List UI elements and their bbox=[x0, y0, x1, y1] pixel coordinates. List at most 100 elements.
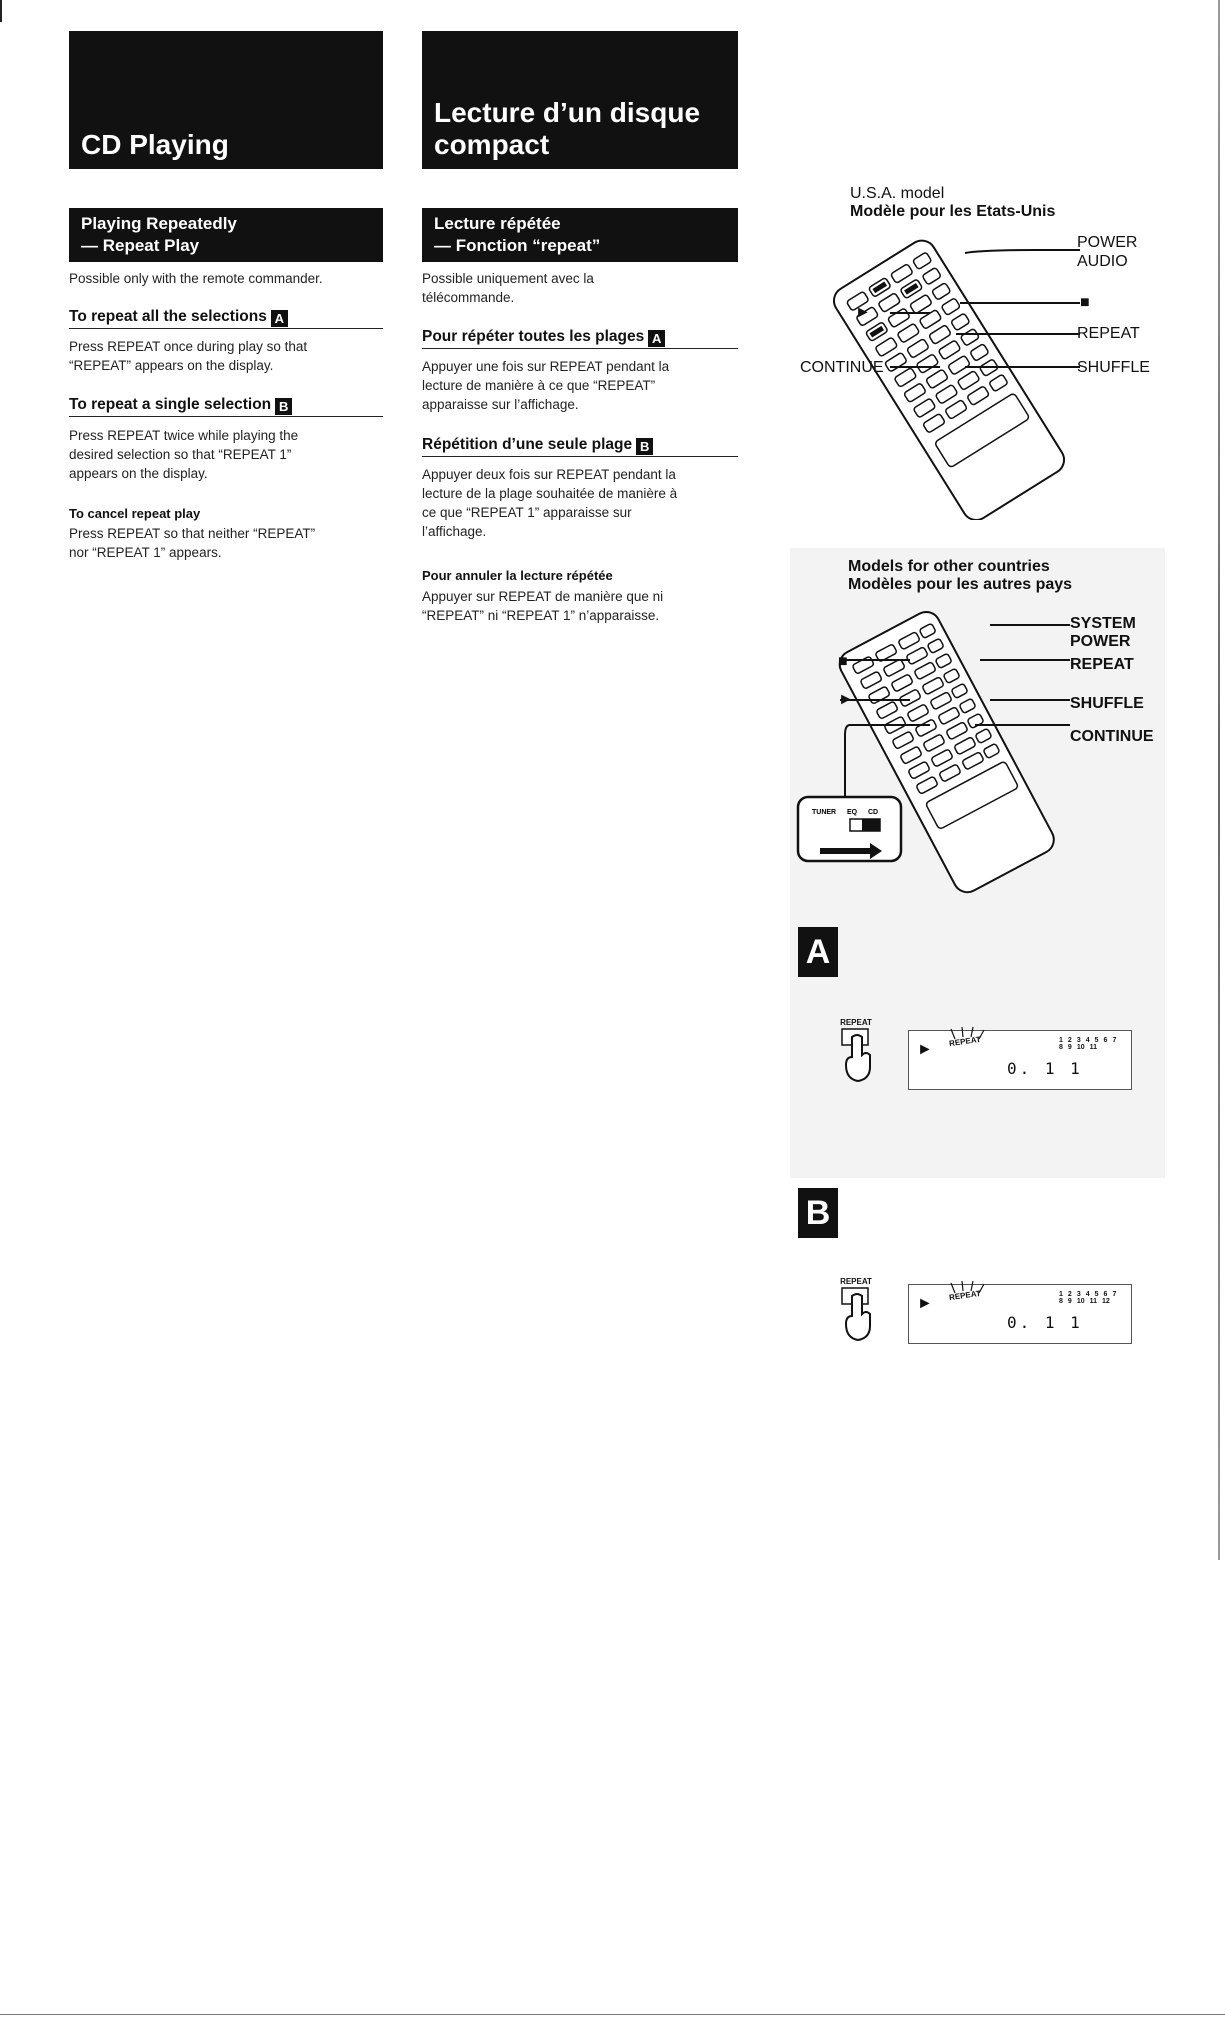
usa-callout-play: ► bbox=[855, 304, 871, 321]
english-repeat-single-heading-text: To repeat a single selection bbox=[69, 396, 272, 413]
track-number: 4 bbox=[1085, 1291, 1090, 1298]
track-number: 1 bbox=[1059, 1037, 1063, 1044]
french-section-line-2: — Fonction “repeat” bbox=[434, 236, 601, 255]
track-number: 11 bbox=[1089, 1044, 1098, 1051]
track-number: 5 bbox=[1094, 1291, 1099, 1298]
french-repeat-single-text: Appuyer deux fois sur REPEAT pendant la … bbox=[422, 465, 742, 541]
track-number: 11 bbox=[1089, 1298, 1098, 1305]
english-title: CD Playing bbox=[81, 129, 229, 160]
french-title-block: Lecture d’un disque compact bbox=[422, 31, 738, 169]
track-number: 3 bbox=[1076, 1291, 1081, 1298]
text-line: Press REPEAT once during play so that bbox=[69, 339, 308, 354]
track-number: 9 bbox=[1067, 1044, 1072, 1051]
other-model-label-line-2: Modèles pour les autres pays bbox=[848, 576, 1073, 593]
step-b-time: 0. 1 1 bbox=[1007, 1313, 1083, 1332]
switch-label-tuner: TUNER bbox=[812, 809, 836, 816]
hand-press-icon bbox=[841, 1287, 871, 1342]
text-line: Press REPEAT twice while playing the bbox=[69, 428, 299, 443]
french-repeat-all-heading-text: Pour répéter toutes les plages bbox=[422, 328, 645, 345]
english-section-bar: Playing Repeatedly — Repeat Play bbox=[69, 208, 383, 262]
other-callout-power: POWER bbox=[1070, 633, 1131, 650]
french-intro: Possible uniquement avec la télécommande… bbox=[422, 269, 742, 307]
page-edge-right bbox=[1218, 0, 1220, 1560]
usa-remote-illustration bbox=[832, 239, 1080, 520]
english-repeat-all-text: Press REPEAT once during play so that “R… bbox=[69, 337, 389, 375]
badge-a-icon: A bbox=[648, 330, 666, 347]
badge-a-icon: A bbox=[270, 310, 288, 327]
track-number: 3 bbox=[1076, 1037, 1081, 1044]
french-section-bar: Lecture répétée — Fonction “repeat” bbox=[422, 208, 738, 262]
track-number: 5 bbox=[1094, 1037, 1099, 1044]
english-repeat-single-text: Press REPEAT twice while playing the des… bbox=[69, 426, 389, 483]
track-number: 7 bbox=[1112, 1291, 1117, 1298]
other-model-label: Models for other countries Modèles pour … bbox=[848, 558, 1072, 594]
french-cancel-text: Appuyer sur REPEAT de manière que ni “RE… bbox=[422, 587, 752, 625]
switch-label-cd: CD bbox=[868, 809, 878, 816]
text-line: ce que “REPEAT 1” apparaisse sur bbox=[422, 505, 632, 520]
step-a-repeat-button: REPEAT bbox=[838, 1018, 888, 1088]
text-line: nor “REPEAT 1” appears. bbox=[69, 545, 222, 560]
track-number: 1 bbox=[1059, 1291, 1063, 1298]
french-title-line-2: compact bbox=[434, 129, 550, 160]
track-number: 7 bbox=[1112, 1037, 1117, 1044]
text-line: Press REPEAT so that neither “REPEAT” bbox=[69, 526, 316, 541]
other-callout-shuffle: SHUFFLE bbox=[1070, 695, 1144, 712]
usa-callout-continue: CONTINUE bbox=[800, 359, 884, 376]
english-title-block: CD Playing bbox=[69, 31, 383, 169]
step-a-time: 0. 1 1 bbox=[1007, 1059, 1083, 1078]
text-line: lecture de manière à ce que “REPEAT” bbox=[422, 378, 656, 393]
english-section-line-2: — Repeat Play bbox=[81, 236, 200, 255]
switch-label-eq: EQ bbox=[847, 809, 858, 816]
track-number: 6 bbox=[1103, 1291, 1108, 1298]
usa-callout-audio: AUDIO bbox=[1077, 253, 1128, 270]
step-b-repeat-button: REPEAT bbox=[838, 1277, 888, 1347]
step-a-button-label: REPEAT bbox=[840, 1018, 872, 1027]
usa-callout-shuffle: SHUFFLE bbox=[1077, 359, 1150, 376]
step-b-button-label: REPEAT bbox=[840, 1277, 872, 1286]
track-number: 8 bbox=[1059, 1298, 1063, 1305]
french-title-line-1: Lecture d’un disque bbox=[434, 97, 701, 128]
text-line: lecture de la plage souhaitée de manière… bbox=[422, 486, 678, 501]
french-repeat-all-text: Appuyer une fois sur REPEAT pendant la l… bbox=[422, 357, 742, 414]
text-line: Possible uniquement avec la bbox=[422, 271, 594, 286]
other-callout-stop: ■ bbox=[838, 653, 848, 670]
other-model-label-line-1: Models for other countries bbox=[848, 558, 1050, 575]
text-line: desired selection so that “REPEAT 1” bbox=[69, 447, 292, 462]
step-b-badge: B bbox=[798, 1188, 838, 1238]
text-line: apparaisse sur l’affichage. bbox=[422, 397, 579, 412]
text-line: Appuyer deux fois sur REPEAT pendant la bbox=[422, 467, 676, 482]
text-line: Appuyer une fois sur REPEAT pendant la bbox=[422, 359, 670, 374]
badge-b-icon: B bbox=[636, 438, 654, 455]
text-line: l’affichage. bbox=[422, 524, 487, 539]
text-line: Appuyer sur REPEAT de manière que ni bbox=[422, 589, 664, 604]
other-callout-continue: CONTINUE bbox=[1070, 728, 1154, 745]
badge-b-icon: B bbox=[275, 398, 293, 415]
french-section-line-1: Lecture répétée bbox=[434, 214, 561, 233]
french-repeat-single-heading-text: Répétition d’une seule plage bbox=[422, 436, 633, 453]
track-number: 8 bbox=[1059, 1044, 1063, 1051]
step-a-track-grid: 1 2 3 4 5 6 7 8 9 10 11 bbox=[1059, 1037, 1125, 1051]
track-number: 2 bbox=[1067, 1291, 1072, 1298]
text-line: télécommande. bbox=[422, 290, 515, 305]
step-a-badge: A bbox=[798, 927, 838, 977]
usa-model-label-line-2: Modèle pour les Etats-Unis bbox=[850, 203, 1056, 220]
track-number: 4 bbox=[1085, 1037, 1090, 1044]
page-bottom-rule bbox=[0, 2014, 1225, 2015]
french-cancel-heading: Pour annuler la lecture répétée bbox=[422, 568, 613, 583]
step-b-track-grid: 1 2 3 4 5 6 7 8 9 10 11 12 bbox=[1059, 1291, 1125, 1305]
text-line: “REPEAT” appears on the display. bbox=[69, 358, 274, 373]
usa-callout-stop: ■ bbox=[1080, 294, 1090, 311]
usa-callout-repeat: REPEAT bbox=[1077, 325, 1140, 342]
english-section-line-1: Playing Repeatedly bbox=[81, 214, 237, 233]
usa-model-label: U.S.A. model Modèle pour les Etats-Unis bbox=[850, 185, 1055, 221]
other-remote-illustration: TUNER EQ CD bbox=[796, 610, 1070, 894]
english-intro: Possible only with the remote commander. bbox=[69, 271, 323, 286]
blink-rays-icon bbox=[950, 1280, 985, 1294]
blink-rays-icon bbox=[950, 1026, 985, 1040]
english-cancel-heading: To cancel repeat play bbox=[69, 506, 201, 521]
track-number: 6 bbox=[1103, 1037, 1108, 1044]
usa-model-label-line-1: U.S.A. model bbox=[850, 185, 945, 202]
